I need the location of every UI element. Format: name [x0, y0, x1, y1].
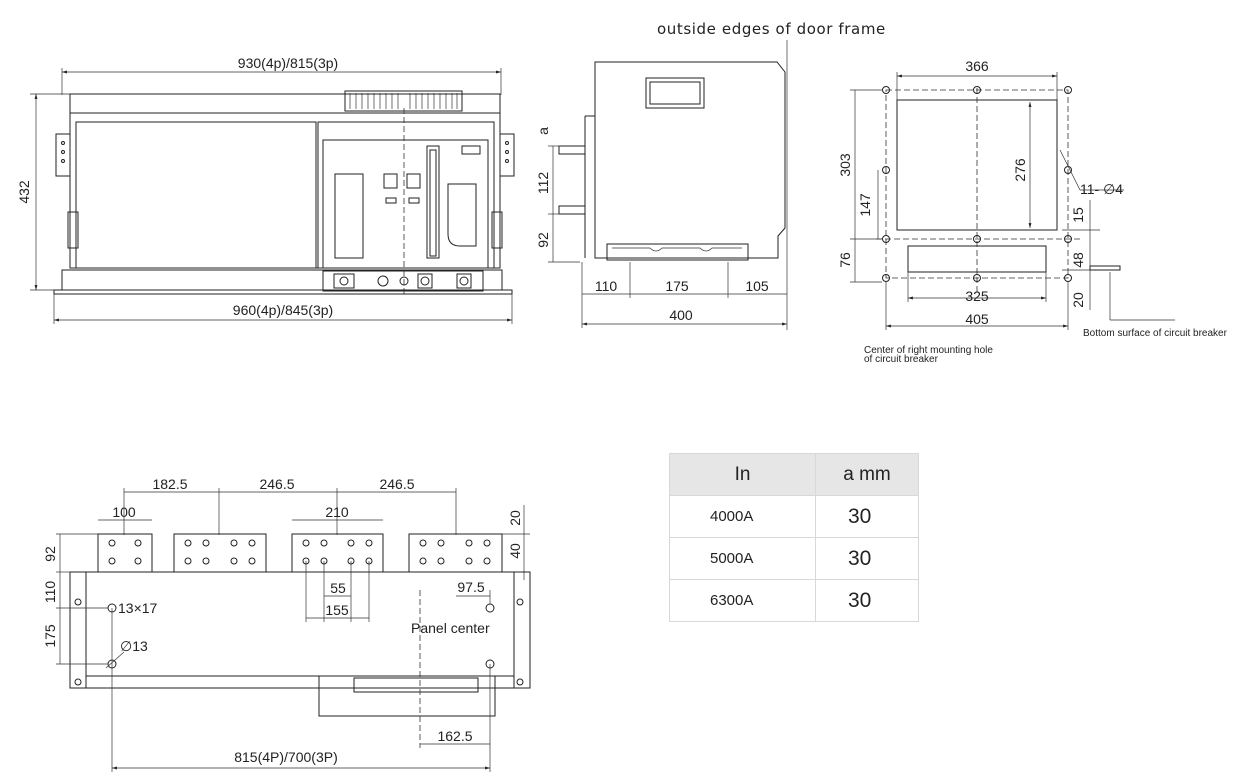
table-cell-in: 6300A: [669, 579, 816, 622]
table-cell-a: 30: [815, 537, 919, 580]
table-row: 4000A 30: [669, 495, 919, 538]
side-w175: 175: [665, 278, 689, 294]
table-cell-in: 5000A: [669, 537, 816, 580]
term-d20: 20: [507, 510, 523, 526]
cut-w405: 405: [965, 311, 989, 327]
front-view: 930(4p)/815(3p) 432: [16, 55, 515, 324]
term-d155: 155: [325, 602, 349, 618]
term-d210: 210: [325, 504, 349, 520]
cut-note-bottom: Bottom surface of circuit breaker: [1083, 328, 1228, 339]
table-cell-in: 4000A: [669, 495, 816, 538]
term-d100: 100: [112, 504, 136, 520]
table-row: 6300A 30: [669, 579, 919, 622]
table-header-a: a mm: [815, 453, 919, 496]
term-d162: 162.5: [437, 728, 472, 744]
term-d55: 55: [330, 580, 346, 596]
term-d175: 175: [42, 624, 58, 648]
term-d92: 92: [42, 546, 58, 562]
side-w400: 400: [669, 307, 693, 323]
cut-holes: 11- ∅4: [1080, 181, 1123, 197]
term-hole: ∅13: [120, 638, 148, 654]
term-d182: 182.5: [152, 476, 187, 492]
table-header-row: In a mm: [669, 453, 919, 496]
term-d40: 40: [507, 543, 523, 559]
front-width-top: 930(4p)/815(3p): [238, 55, 338, 71]
table-row: 5000A 30: [669, 537, 919, 580]
side-h112: 112: [535, 172, 551, 195]
term-d97: 97.5: [457, 579, 484, 595]
table-cell-a: 30: [815, 579, 919, 622]
side-w110: 110: [595, 278, 618, 294]
table-cell-a: 30: [815, 495, 919, 538]
term-d815: 815(4P)/700(3P): [234, 749, 338, 765]
cutout-view: 366 276 303 147 76 15 48 20 11- ∅4: [837, 58, 1228, 365]
rating-table: In a mm 4000A 30 5000A 30 6300A 30: [669, 453, 919, 622]
cut-h76: 76: [837, 252, 853, 268]
cut-note-mount: Center of right mounting hole: [864, 345, 993, 356]
side-w105: 105: [745, 278, 769, 294]
side-a: a: [535, 127, 551, 135]
cut-h20: 20: [1070, 292, 1086, 308]
term-d246b: 246.5: [379, 476, 414, 492]
side-view: outside edges of door frame a 112 92 110…: [535, 20, 886, 330]
cut-w366: 366: [965, 58, 989, 74]
term-d246a: 246.5: [259, 476, 294, 492]
side-h92: 92: [535, 232, 551, 248]
term-panel-center: Panel center: [411, 620, 490, 636]
term-d110: 110: [42, 581, 58, 604]
cut-note-mount2: of circuit breaker: [864, 354, 939, 365]
cut-h147: 147: [857, 193, 873, 217]
cut-h48: 48: [1070, 252, 1086, 268]
table-header-in: In: [669, 453, 816, 496]
cut-h303: 303: [837, 153, 853, 177]
term-slot: 13×17: [118, 600, 158, 616]
cut-w325: 325: [965, 288, 989, 304]
cut-h15: 15: [1070, 207, 1086, 223]
terminal-view: 182.5 246.5 246.5 100 210 20 40: [42, 476, 531, 772]
door-frame-caption: outside edges of door frame: [657, 20, 886, 38]
front-height: 432: [16, 180, 32, 204]
front-width-bottom: 960(4p)/845(3p): [233, 302, 333, 318]
cut-h276: 276: [1012, 158, 1028, 182]
